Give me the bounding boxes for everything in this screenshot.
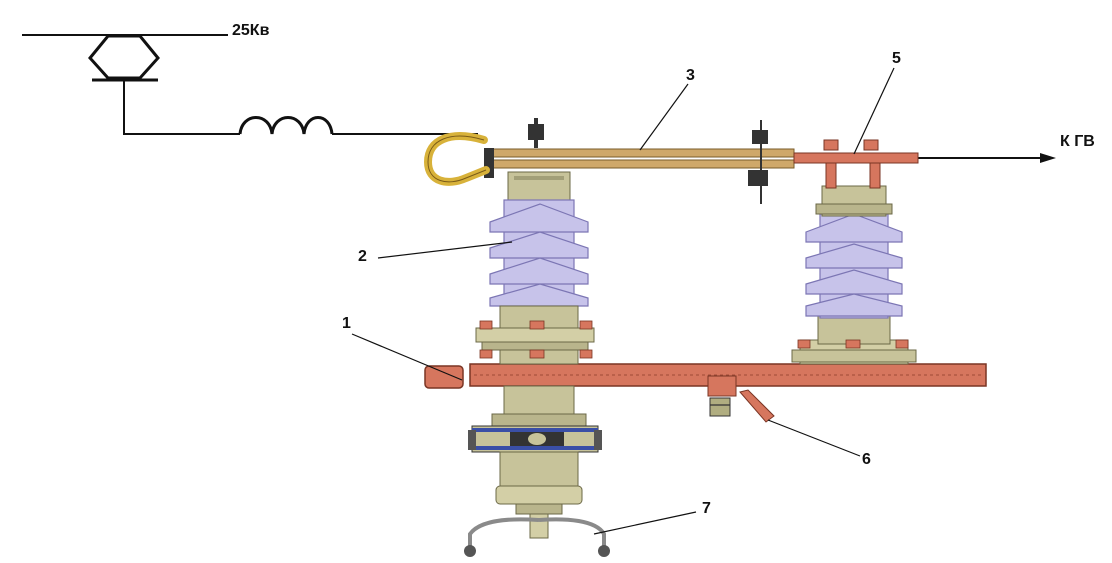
drive-bracket (707, 375, 737, 397)
bearing-clamp (468, 425, 602, 453)
leader-2 (377, 241, 513, 259)
callout-3: 3 (686, 67, 695, 84)
leader-6 (767, 419, 861, 457)
supply-circuit (22, 34, 478, 135)
main-insulator-column (468, 171, 602, 515)
insulator-sheds (489, 199, 589, 311)
leader-3 (639, 83, 689, 151)
contact-blade (423, 118, 919, 204)
pantograph-symbol (88, 34, 160, 80)
reactor-coil (238, 116, 334, 135)
leader-1 (351, 333, 463, 381)
callout-1: 1 (342, 315, 351, 332)
leader-5 (853, 67, 895, 155)
frame-end-piece (424, 365, 464, 389)
drive-bolt-block (709, 397, 731, 417)
leader-7 (593, 511, 697, 535)
output-arrowhead (1040, 153, 1056, 163)
callout-6: 6 (862, 451, 871, 468)
base-frame (424, 363, 987, 423)
output-label: К ГВ (1060, 133, 1095, 150)
voltage-label: 25Кв (232, 22, 270, 39)
drive-lever (739, 389, 775, 423)
support-stand (464, 513, 610, 557)
blade-bolts (484, 118, 768, 204)
output-line (905, 153, 1056, 163)
leader-lines (351, 67, 895, 535)
supply-wire (123, 80, 240, 135)
fixed-insulator-column (791, 139, 917, 365)
callout-2: 2 (358, 248, 367, 265)
callout-5: 5 (892, 50, 901, 67)
callout-7: 7 (702, 500, 711, 517)
